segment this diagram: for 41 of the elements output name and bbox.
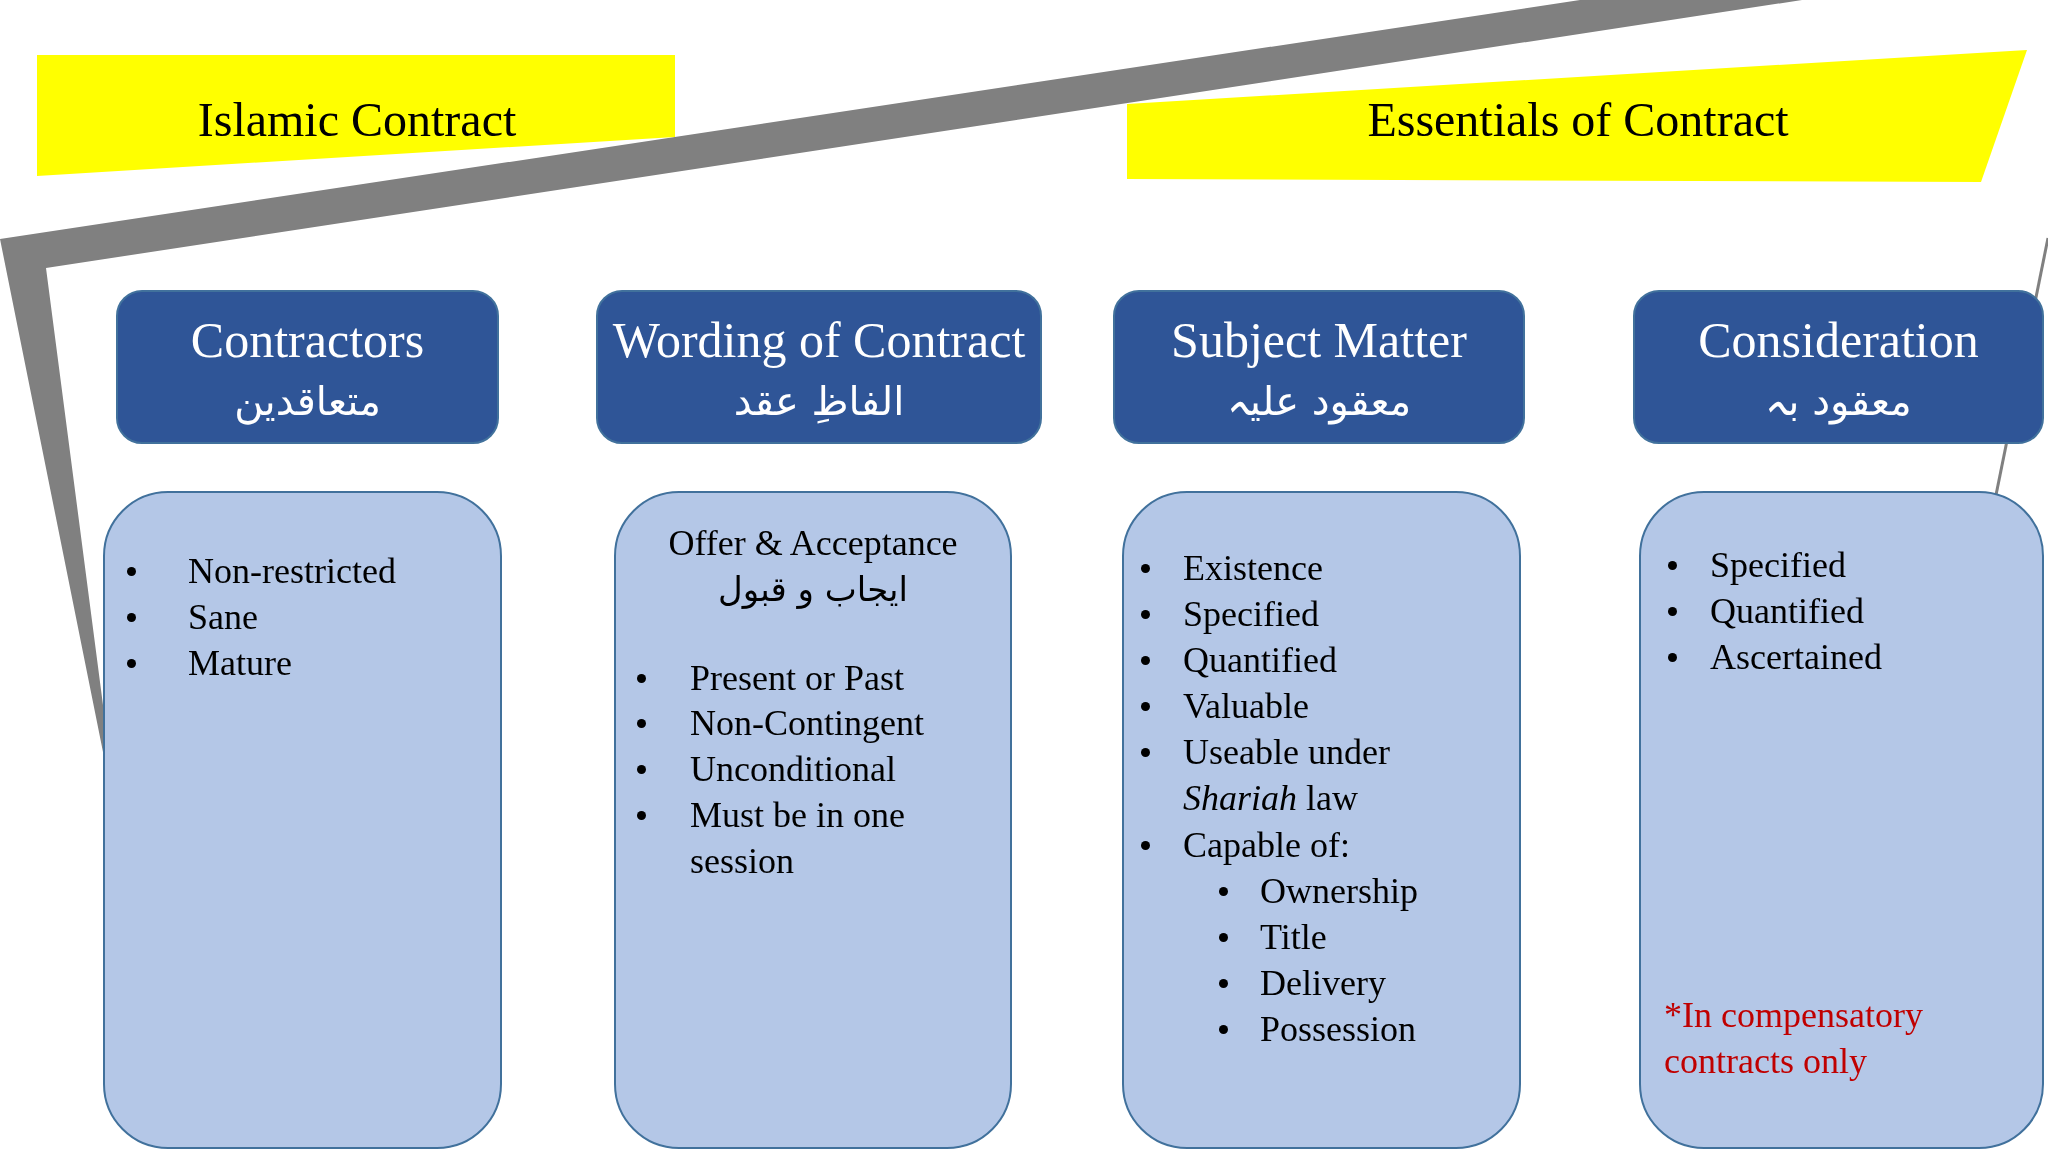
banner-title: Essentials of Contract — [1367, 92, 1789, 148]
bullet-item: Ownership — [1219, 868, 1418, 914]
bullet-item: Ascertained — [1668, 634, 1882, 680]
category-header — [1633, 290, 2044, 444]
bullet-item: Sane — [127, 594, 258, 640]
category-header — [1113, 290, 1525, 444]
banner-title: Islamic Contract — [197, 92, 517, 148]
bullet-item: Specified — [1668, 542, 1846, 588]
header-title: Contractors — [190, 311, 425, 370]
header-title: Subject Matter — [1171, 311, 1467, 370]
subheading: Offer & Acceptance — [668, 522, 958, 565]
bullet-item: Possession — [1219, 1006, 1417, 1052]
criteria-panel — [103, 491, 502, 1149]
arabic-term: متعاقدين — [234, 377, 381, 427]
criteria-panel — [1122, 491, 1521, 1149]
bullet-item: Valuable — [1141, 683, 1309, 729]
criteria-panel — [1639, 491, 2044, 1149]
criteria-panel — [614, 491, 1012, 1149]
bullet-item: Title — [1219, 914, 1327, 960]
bullet-item: Useable under Shariah law — [1141, 729, 1423, 821]
bullet-item: Quantified — [1141, 637, 1337, 683]
bullet-item: Present or Past — [637, 655, 904, 701]
header-title: Wording of Contract — [612, 311, 1026, 370]
arabic-term: ايجاب و قبول — [718, 568, 908, 611]
footnote: *In compensatory contracts only — [1664, 994, 1924, 1083]
arabic-term: معقود بہ — [1765, 377, 1912, 427]
arabic-term: الفاظِ عقد — [733, 377, 905, 426]
bullet-item: Non-restricted — [127, 548, 396, 594]
arabic-term: معقود عليہ — [1226, 377, 1412, 427]
category-header — [596, 290, 1042, 444]
bullet-item: Delivery — [1219, 960, 1386, 1006]
bullet-item: Unconditional — [637, 746, 896, 792]
bullet-item: Specified — [1141, 591, 1319, 637]
bullet-item: Non-Contingent — [637, 700, 924, 746]
category-header — [116, 290, 499, 444]
bullet-item: Existence — [1141, 545, 1323, 591]
bullet-item: Mature — [127, 640, 292, 686]
header-title: Consideration — [1698, 311, 1979, 370]
bullet-item: Quantified — [1668, 588, 1864, 634]
bullet-item: Capable of: — [1141, 822, 1350, 868]
bullet-item: Must be in one session — [637, 792, 980, 884]
